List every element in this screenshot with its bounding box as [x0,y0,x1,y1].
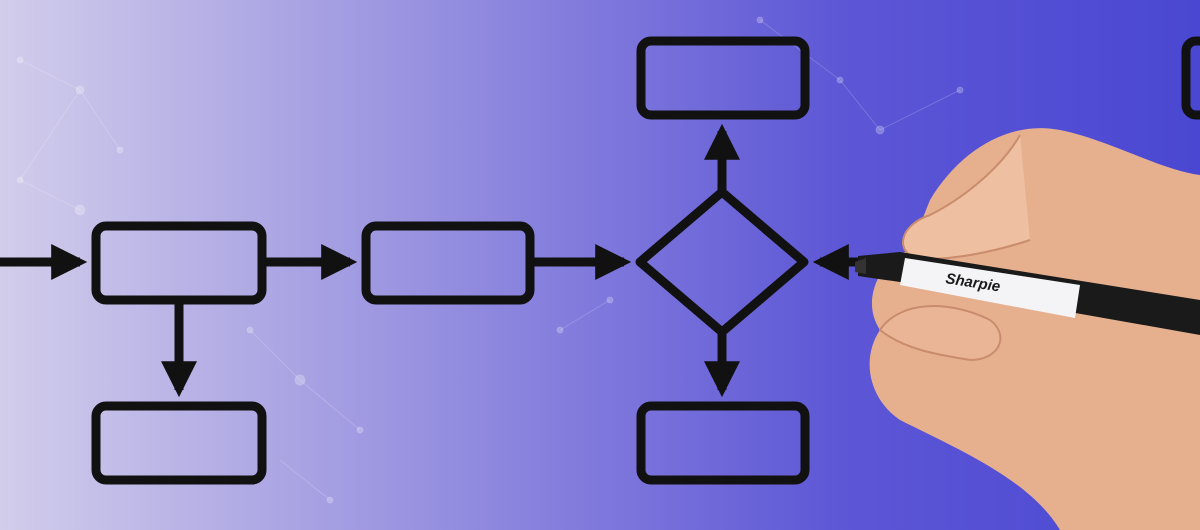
output-box-top [636,36,810,120]
output-box-bottom-right [636,401,810,485]
output-box-bottom-left [91,401,267,485]
decision-diamond [635,187,809,337]
marker-icon: Sharpie [855,252,1200,335]
process-box-2 [361,221,535,305]
process-box-1 [91,221,267,305]
network-pattern [16,16,964,504]
hand-with-marker: Sharpie [855,128,1200,530]
partial-box-right [1181,36,1200,120]
